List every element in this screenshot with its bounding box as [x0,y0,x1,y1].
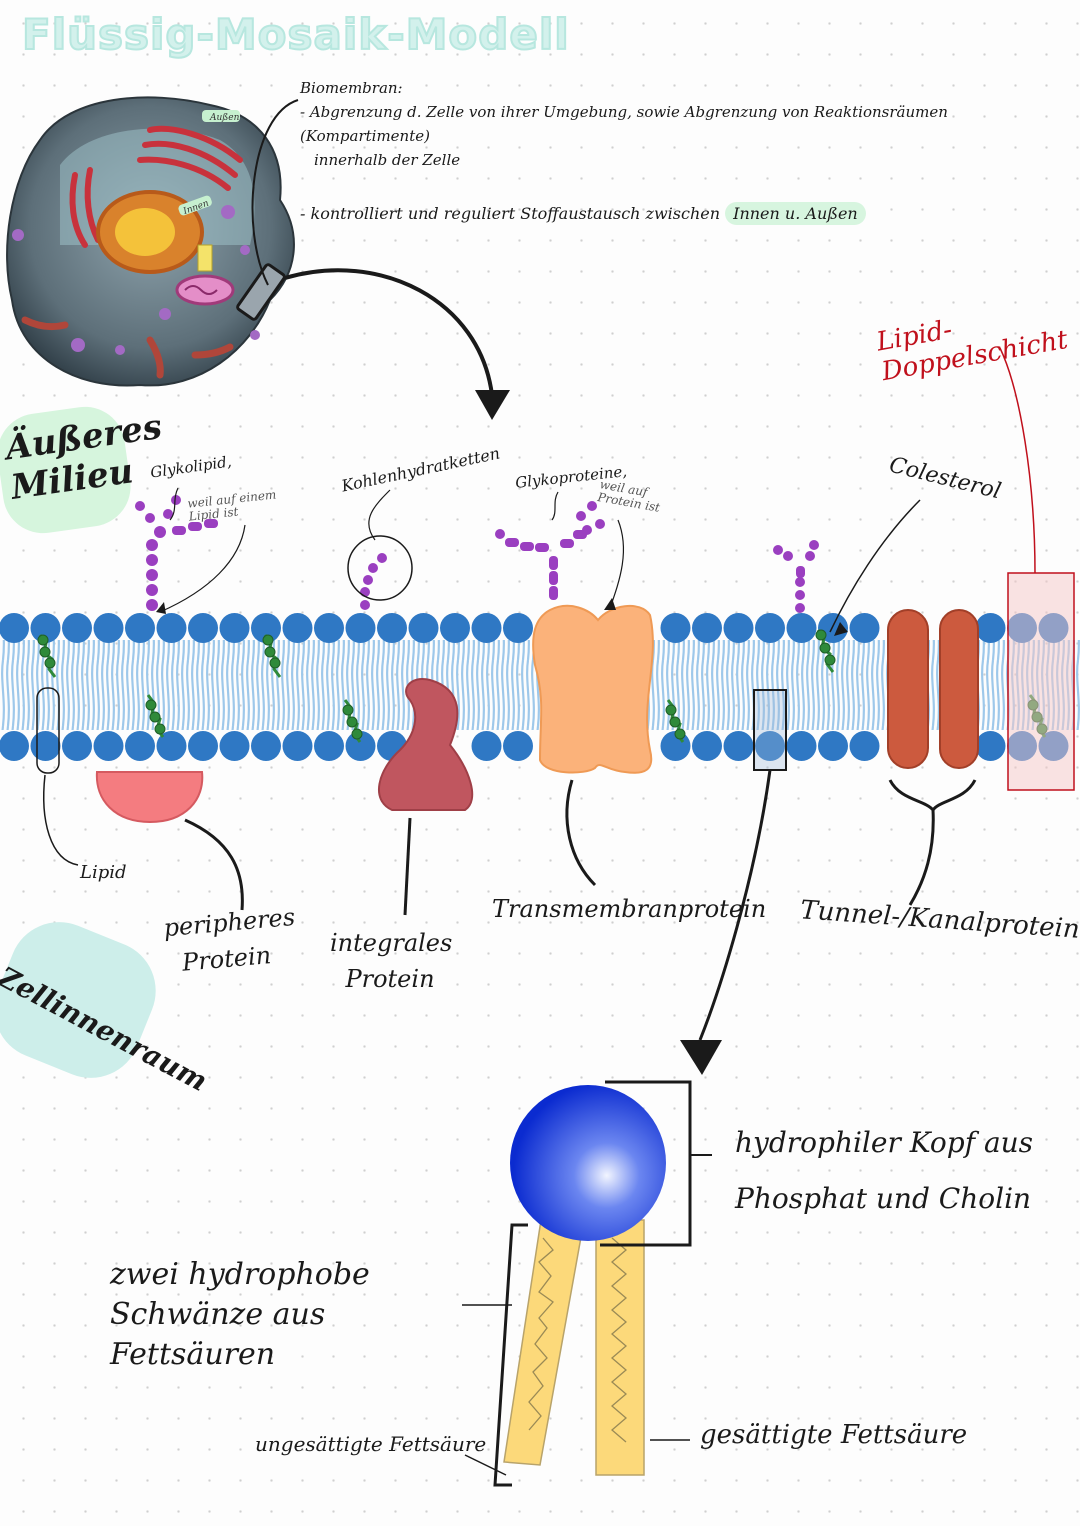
lipid-head-top [30,613,61,643]
lipid-head-top [156,613,187,643]
saturated-tail [595,1219,645,1476]
lipid-head-top [0,613,29,643]
lipid-head-top [377,613,407,643]
peripheral-protein-label: peripheres Protein [162,902,297,977]
lipid-head-top [503,613,533,643]
lipid-head-bottom [30,731,61,761]
lipid-highlight-box [36,687,60,774]
lipid-head-bottom [251,731,281,761]
transmembrane-protein [532,604,654,774]
peripheral-protein [95,771,204,824]
lipid-head-top [755,613,785,643]
lipid-head-top [282,613,313,643]
glycoprotein-chain-small [773,540,819,613]
hydrophilic-head [510,1085,666,1241]
lipid-head-bottom [975,731,1006,761]
intro-line-3-highlight: Innen u. Außen [725,202,866,225]
lipid-head-top [723,613,754,643]
arrow-down-icon-2 [680,1040,722,1075]
outer-milieu-label: Äußeres Milieu [3,406,165,508]
unsaturated-tail [503,1219,584,1466]
lipid-head-bottom [0,731,29,761]
intro-line-3: - kontrolliert und reguliert Stoffaustau… [300,202,1070,226]
lipid-head-bottom [125,731,155,761]
outer-milieu-text: Äußeres Milieu [3,406,165,508]
lipid-head-bottom [786,731,817,761]
lipid-head-top [314,613,344,643]
lipid-head-bottom [62,731,92,761]
saturated-label: gesättigte Fettsäure [700,1420,968,1450]
cholesterol-arrow-icon [834,622,848,636]
lipid-head-bottom [282,731,313,761]
phospholipid-detail [493,1080,712,1487]
lipid-head-top [786,613,817,643]
lipid-head-bottom [219,731,250,761]
lipid-head-top [188,613,218,643]
lipid-head-top [440,613,470,643]
lipid-bilayer-box [1007,572,1075,791]
lipid-head-bottom [692,731,722,761]
lipid-head-top [345,613,376,643]
integral-protein-label: integrales Protein [330,929,453,993]
glycolipid-chain [135,495,218,611]
lipid-head-bottom [503,731,533,761]
lipid-head-top [251,613,281,643]
cholesterol-1 [37,634,57,678]
cholesterol-4 [342,699,363,743]
transmembrane-protein-label: Transmembranprotein [492,895,767,923]
page-title: Flüssig-Mosaik-Modell [21,9,570,60]
carbohydrate-chain [360,553,387,610]
arrow-down-icon [475,390,510,420]
lipid-head-top [471,613,502,643]
intro-line-3-text: - kontrolliert und reguliert Stoffaustau… [300,204,721,223]
lipid-head-bottom [156,731,187,761]
intro-heading: Biomembran: [300,79,403,97]
cholesterol-5 [665,699,686,743]
lipid-label: Lipid [80,862,127,883]
channel-protein-left [887,609,929,769]
carbohydrate-highlight-circle [347,535,413,601]
lipid-head-bottom [755,731,785,761]
lipid-head-bottom [471,731,502,761]
lipid-head-bottom [849,731,880,761]
lipid-head-top [125,613,155,643]
lipid-head-top [93,613,124,643]
intro-line-1: - Abgrenzung d. Zelle von ihrer Umgebung… [300,103,948,145]
cholesterol-3 [145,694,166,738]
cell-label-outside: Außen [209,113,240,123]
lipid-head-bottom [723,731,754,761]
glycoprotein-chain [495,501,605,600]
lipid-head-top [219,613,250,643]
lipid-head-bottom [188,731,218,761]
glycolipid-arrow-icon [156,602,166,614]
intro-line-2: innerhalb der Zelle [314,151,461,169]
channel-protein-right [939,609,979,769]
membrane-zoom-box [236,263,286,321]
glycoprotein-arrow-icon [604,598,616,610]
lipid-head-bottom [345,731,376,761]
cholesterol-2 [262,634,282,678]
intro-notes: Biomembran: - Abgrenzung d. Zelle von ih… [300,76,1070,226]
head-label: hydrophiler Kopf aus Phosphat und Cholin [735,1126,1034,1215]
unsaturated-label: ungesättigte Fettsäure [255,1432,487,1456]
tails-label: zwei hydrophobe Schwänze aus Fettsäuren [110,1257,370,1372]
lipid-head-bottom [818,731,848,761]
lipid-head-top [692,613,722,643]
lipid-head-top [849,613,880,643]
cholesterol-6 [815,629,836,673]
phospholipid-zoom-box [753,689,787,771]
lipid-head-top [660,613,691,643]
cell-illustration: Außen Innen [6,96,295,387]
integral-protein [377,678,474,811]
lipid-head-bottom [93,731,124,761]
lipid-head-top [62,613,92,643]
lipid-head-top [408,613,439,643]
lipid-head-bottom [314,731,344,761]
lipid-head-top [975,613,1006,643]
